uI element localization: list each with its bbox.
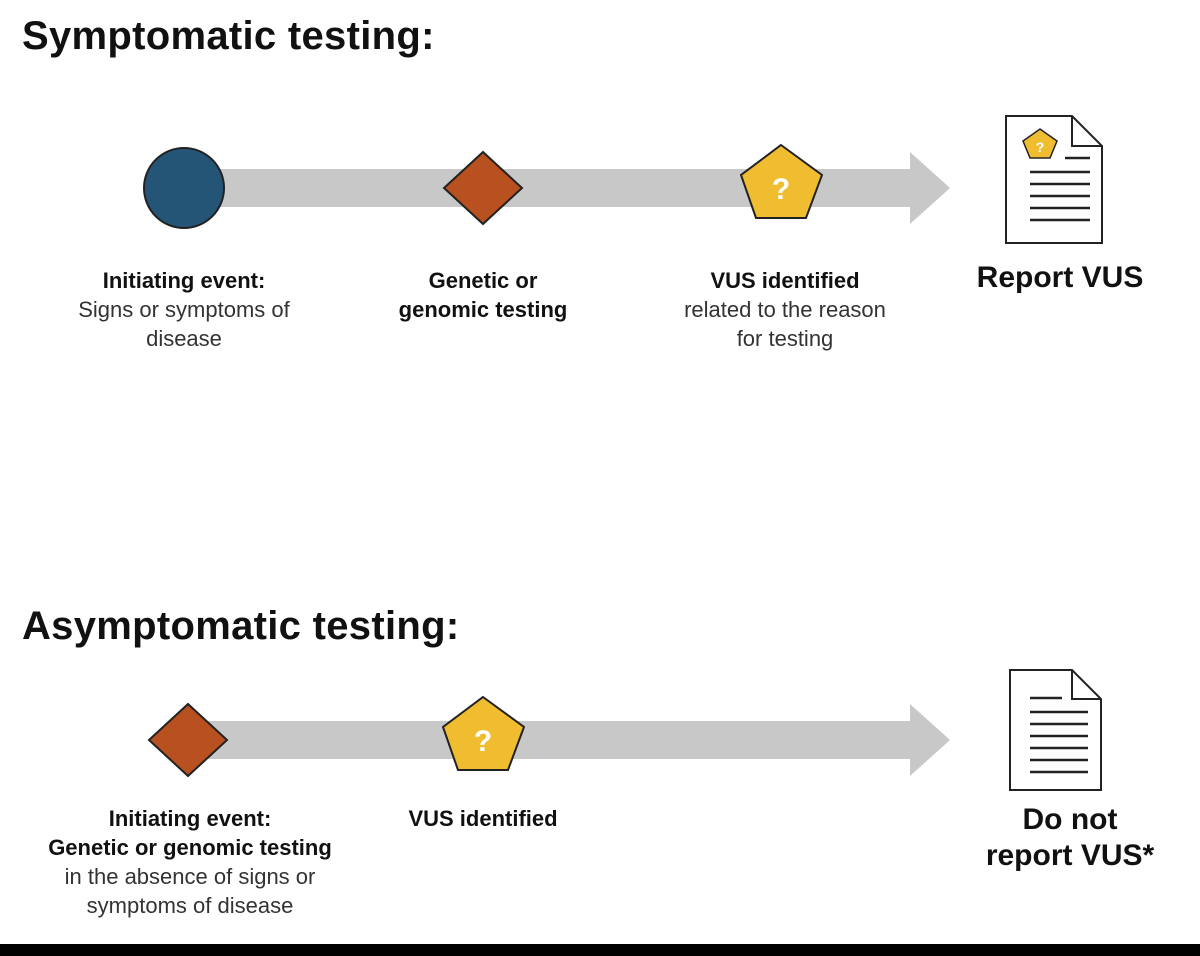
vus-identified-caption: VUS identified	[383, 804, 583, 833]
timeline-arrow	[200, 704, 950, 776]
asymptomatic-flow: ?	[147, 669, 1102, 791]
caption-title: VUS identified	[408, 806, 558, 831]
symptomatic-heading: Symptomatic testing:	[22, 14, 435, 58]
initiating-testing-diamond-icon	[147, 702, 229, 778]
caption-title-2: Genetic or genomic testing	[48, 835, 332, 860]
caption-text: related to the reason for testing	[684, 297, 886, 351]
document-icon	[1009, 669, 1102, 791]
vus-pentagon-icon	[441, 695, 526, 771]
caption-title: Genetic or genomic testing	[398, 268, 568, 322]
asymptomatic-heading: Asymptomatic testing:	[22, 604, 460, 648]
initiating-event-caption: Initiating event: Genetic or genomic tes…	[20, 804, 360, 920]
svg-text:?: ?	[1036, 139, 1045, 155]
bottom-border	[0, 944, 1200, 956]
timeline-arrow	[200, 152, 950, 224]
do-not-report-vus-label: Do not report VUS*	[985, 803, 1155, 872]
genetic-testing-diamond-icon	[442, 150, 524, 226]
genetic-testing-caption: Genetic or genomic testing	[398, 266, 568, 324]
vus-pentagon-icon	[739, 143, 824, 219]
caption-title: VUS identified	[710, 268, 860, 293]
vus-pentagon-mini-icon	[1022, 128, 1058, 159]
report-vus-label: Report VUS	[976, 261, 1144, 294]
question-mark-icon: ?	[474, 725, 492, 758]
vus-identified-caption: VUS identified related to the reason for…	[650, 266, 920, 353]
question-mark-icon: ?	[772, 173, 790, 206]
caption-text: Signs or symptoms of disease	[78, 297, 290, 351]
initiating-event-circle-icon	[143, 147, 225, 229]
caption-text: in the absence of signs or symptoms of d…	[64, 864, 316, 918]
initiating-event-caption: Initiating event: Signs or symptoms of d…	[44, 266, 324, 353]
document-with-vus-icon: ?	[1005, 115, 1103, 244]
symptomatic-flow: ? ?	[143, 115, 1103, 244]
caption-title: Initiating event:	[102, 268, 266, 293]
caption-title: Initiating event:	[108, 806, 272, 831]
